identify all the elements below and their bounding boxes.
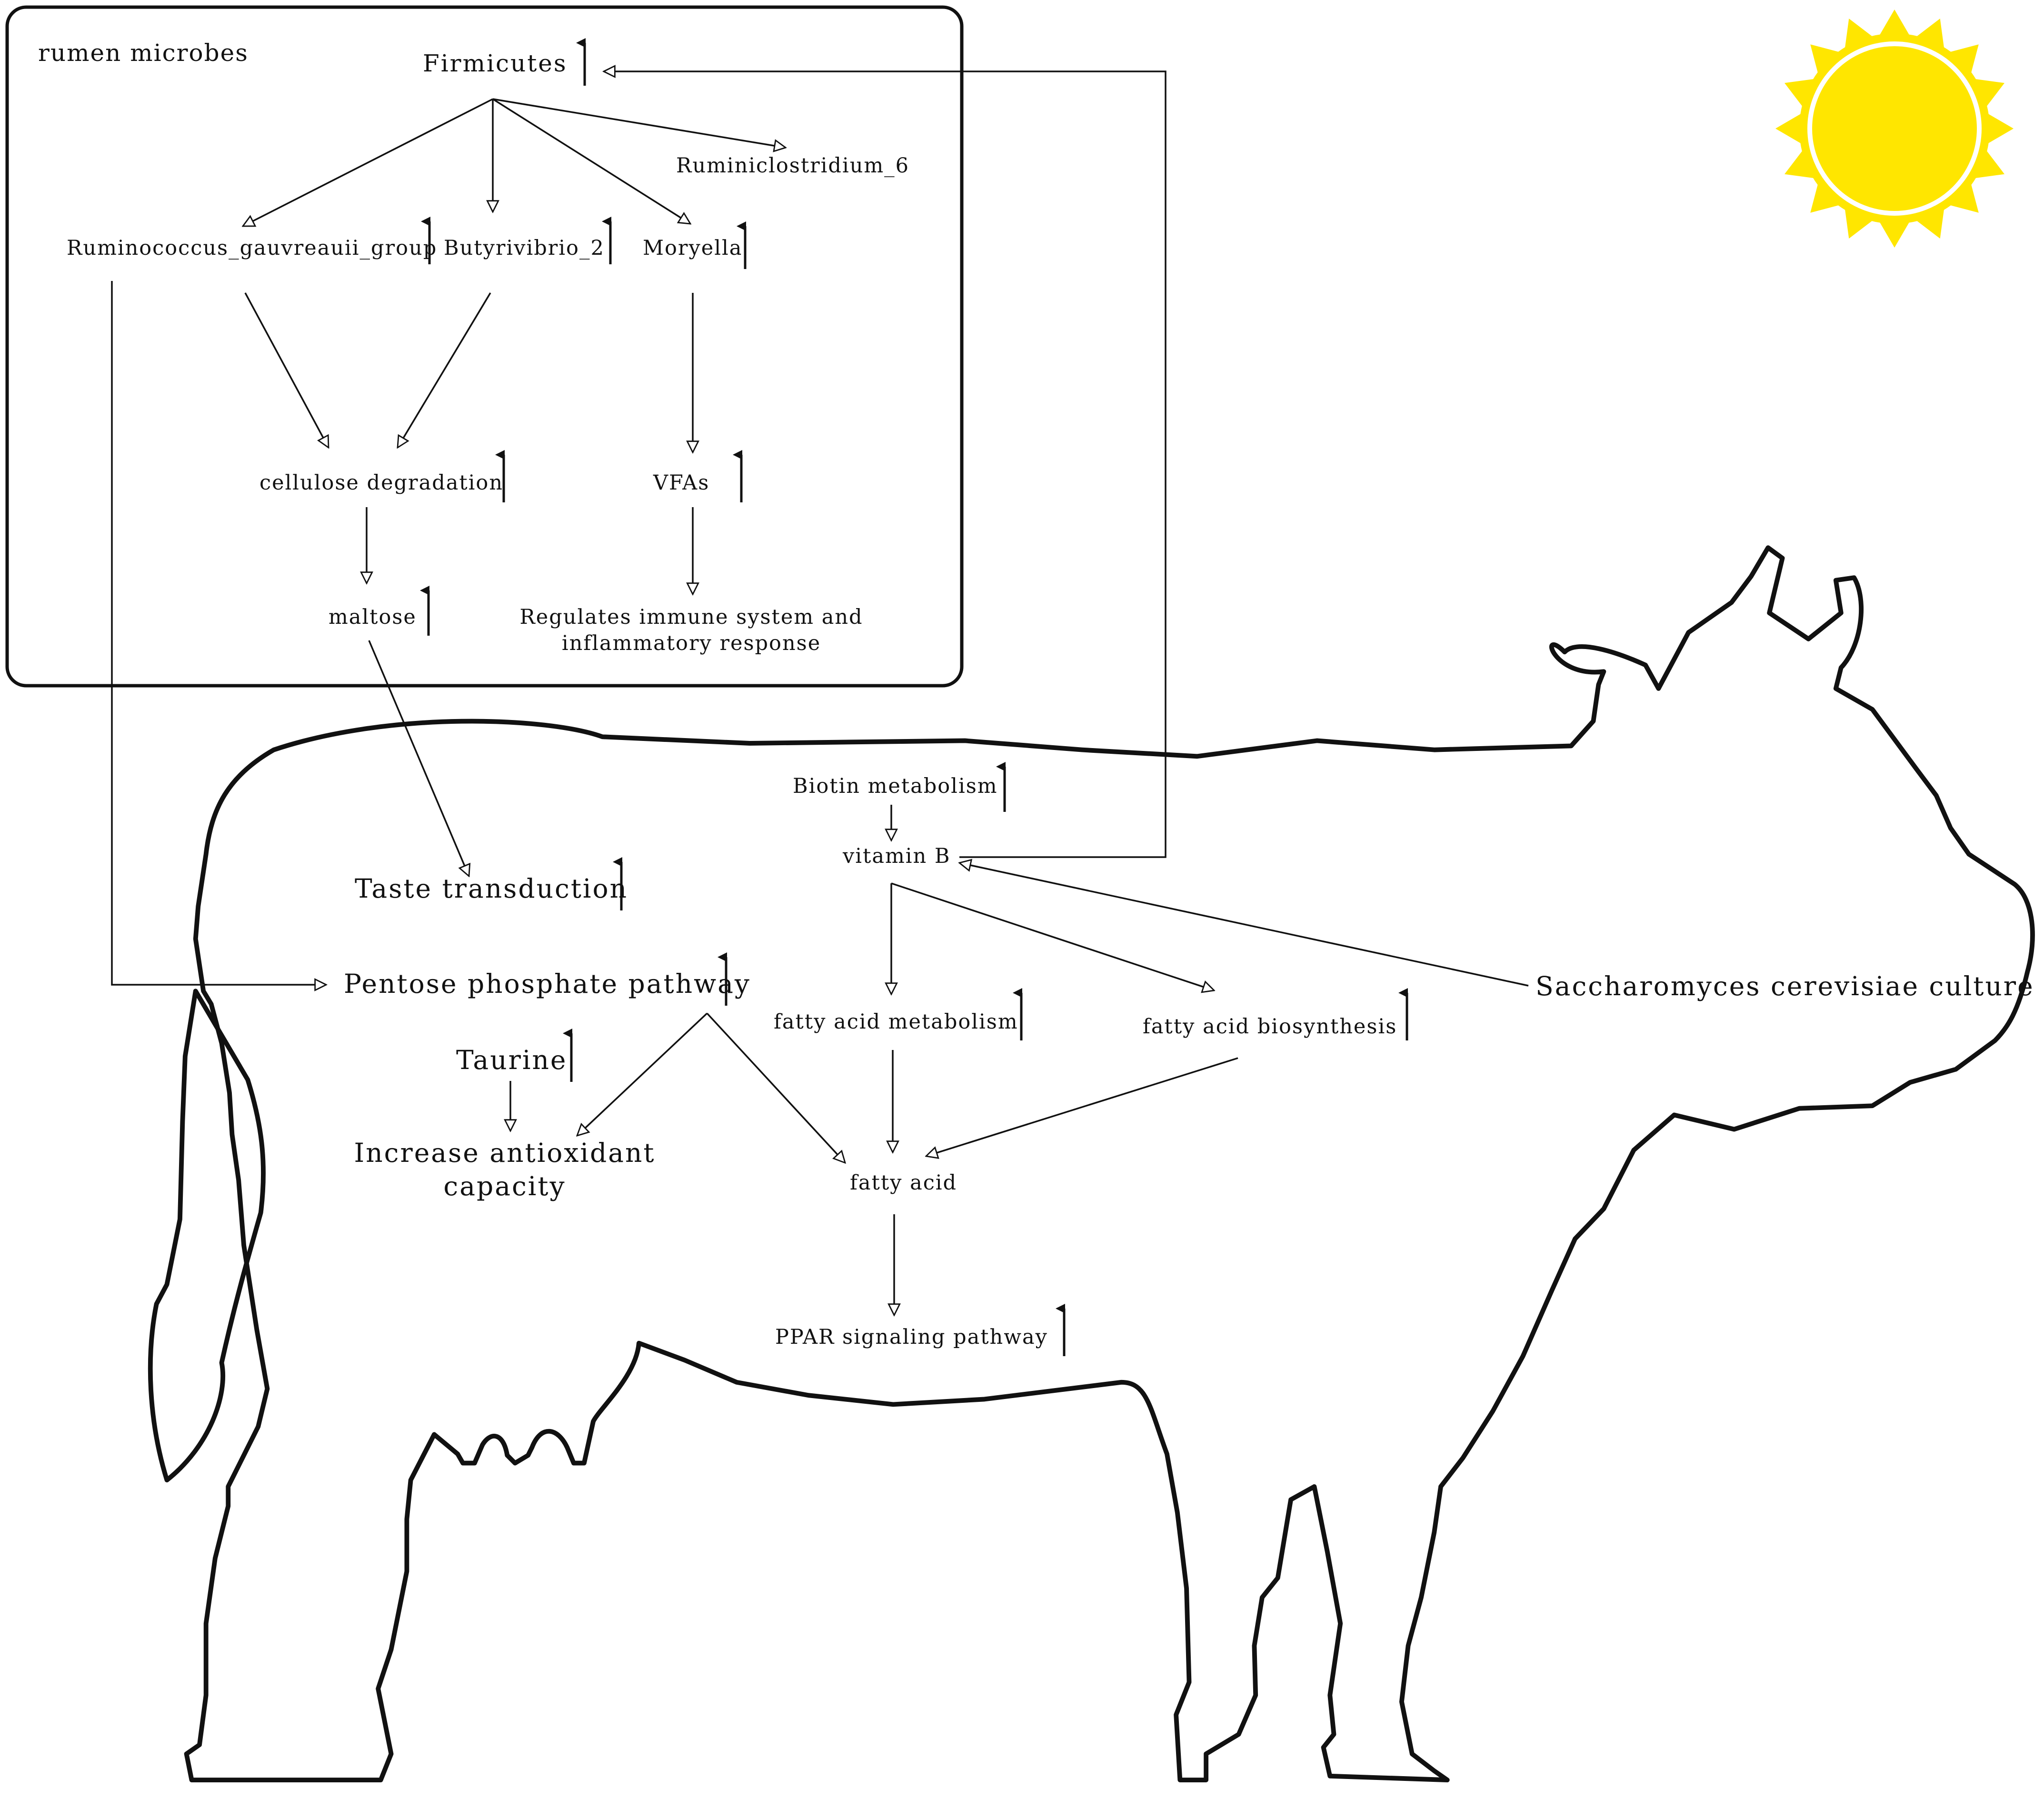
node-ppar: PPAR signaling pathway (775, 1325, 1048, 1349)
edge-firmicutes-moryella (492, 98, 690, 224)
node-ruminococcus: Ruminococcus_gauvreauii_group (67, 236, 437, 260)
node-moryella: Moryella (643, 236, 742, 260)
node-taste: Taste transduction (355, 873, 628, 904)
sun-icon (1775, 10, 2014, 248)
node-immune-line1: Regulates immune system and (519, 605, 863, 629)
node-vfas: VFAs (653, 471, 709, 495)
node-labels: Firmicutes Ruminiclostridium_6 Ruminococ… (67, 50, 2034, 1349)
edge-maltose-taste (368, 640, 469, 876)
node-antioxidant-line2: capacity (443, 1171, 566, 1201)
node-fatty-acid: fatty acid (850, 1171, 957, 1195)
edge-firmicutes-ruminiclostridium (492, 98, 786, 148)
edge-butyrivibrio-cellulose (398, 292, 491, 448)
rumen-microbes-box (5, 5, 964, 688)
increase-indicators (420, 38, 1408, 1356)
node-immune-line2: inflammatory response (562, 631, 821, 655)
group-title: rumen microbes (38, 39, 249, 67)
node-firmicutes: Firmicutes (423, 50, 568, 77)
node-vitamin-b: vitamin B (842, 844, 950, 868)
node-taurine: Taurine (456, 1045, 567, 1075)
node-pentose: Pentose phosphate pathway (344, 969, 751, 999)
node-saccharomyces: Saccharomyces cerevisiae culture (1535, 971, 2034, 1001)
node-ruminiclostridium: Ruminiclostridium_6 (676, 154, 909, 178)
edge-ruminococcus-pentose (111, 281, 326, 985)
node-butyrivibrio: Butyrivibrio_2 (444, 236, 605, 260)
cow-silhouette (148, 545, 2035, 1782)
node-biotin: Biotin metabolism (793, 774, 998, 798)
node-maltose: maltose (329, 605, 417, 629)
edge-firmicutes-ruminococcus (243, 98, 493, 227)
edge-pentose-antioxidant (577, 1012, 708, 1136)
edge-saccharomyces-vitaminb (959, 863, 1529, 987)
node-fa-metabolism: fatty acid metabolism (774, 1010, 1018, 1034)
edge-ruminococcus-cellulose (244, 292, 329, 448)
edge-fabiosynthesis-fattyacid (926, 1057, 1238, 1156)
edge-pentose-fattyacid (706, 1012, 845, 1163)
node-fa-biosynthesis: fatty acid biosynthesis (1143, 1015, 1397, 1039)
edge-layer (111, 71, 1529, 1315)
edge-vitaminb-firmicutes (604, 71, 1167, 858)
node-antioxidant-line1: Increase antioxidant (354, 1138, 656, 1168)
node-cellulose: cellulose degradation (259, 471, 503, 495)
edge-vitaminb-fabiosynthesis (891, 882, 1214, 990)
